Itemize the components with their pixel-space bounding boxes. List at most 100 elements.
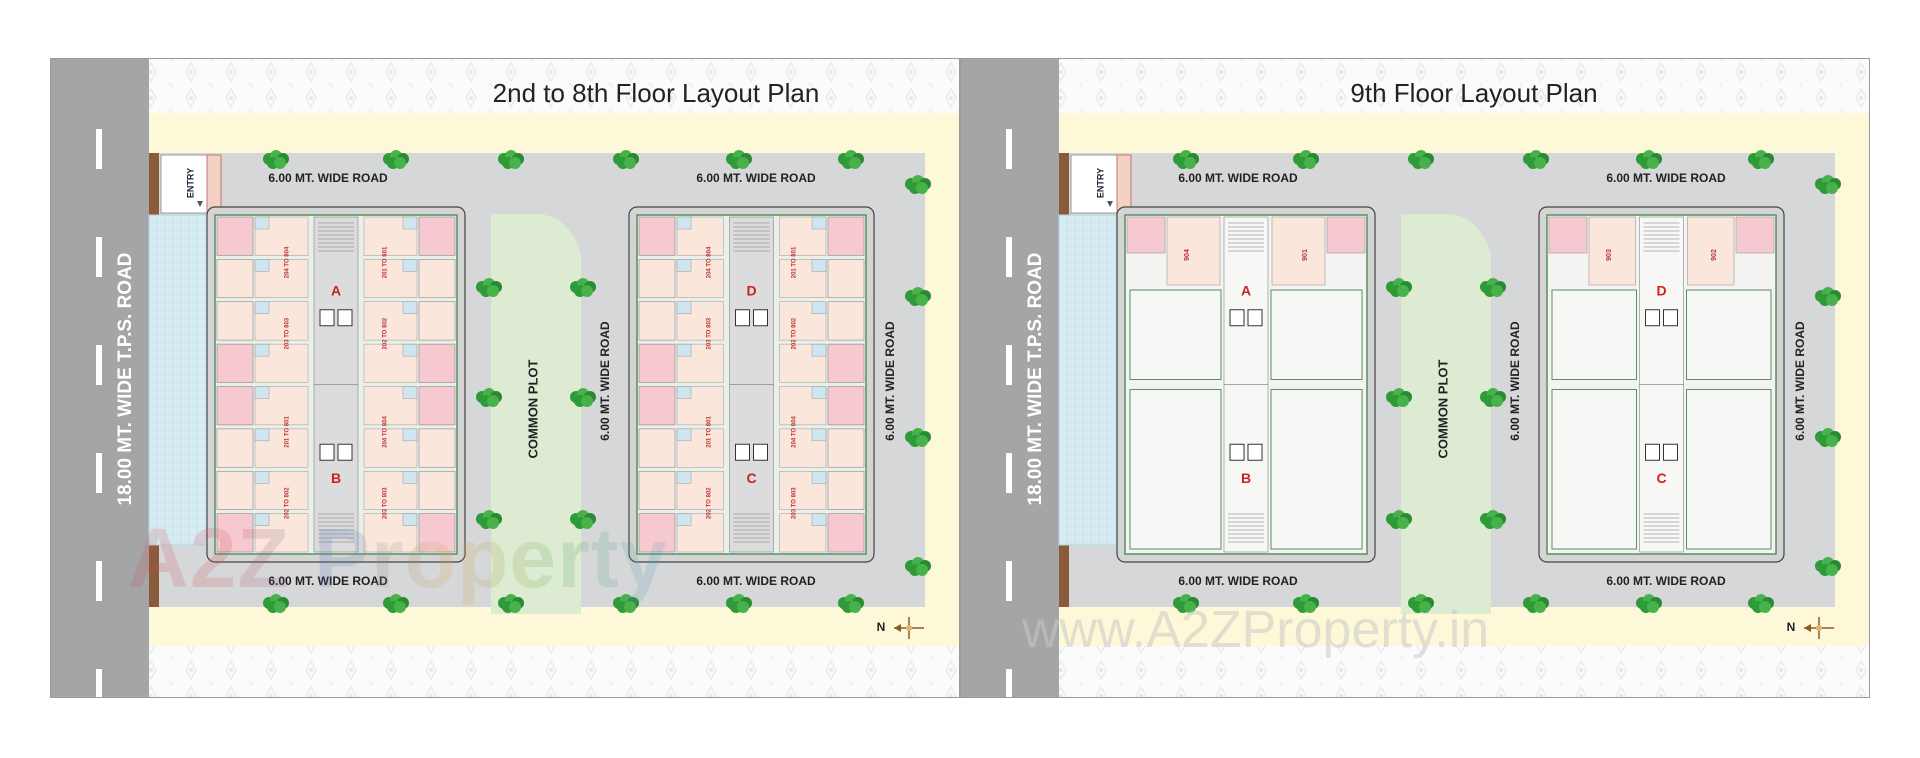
tree-icon	[1293, 150, 1319, 169]
tree-icon	[1815, 557, 1841, 576]
tree-icon	[1173, 594, 1199, 613]
block-letter-label: D	[1656, 282, 1666, 298]
tree-icon	[905, 287, 931, 306]
top-landscape-band	[1059, 59, 1869, 113]
building-left: 204 TO 804 201 TO 801 203 TO 803 202 TO 802…	[206, 206, 466, 563]
tree-icon	[1480, 278, 1506, 297]
tps-road-label: 18.00 MT. WIDE T.P.S. ROAD	[115, 252, 136, 505]
tree-icon	[1523, 594, 1549, 613]
unit-number-label: 201 TO 801	[707, 416, 713, 448]
road-lane-marking	[96, 129, 102, 169]
unit-number-label: 204 TO 804	[285, 246, 291, 278]
tree-icon	[905, 175, 931, 194]
road-label-bottom-right: 6.00 MT. WIDE ROAD	[696, 574, 816, 588]
entry-label: ENTRY	[185, 168, 195, 198]
road-label-bottom-left: 6.00 MT. WIDE ROAD	[268, 574, 388, 588]
tree-icon	[263, 150, 289, 169]
unit-number-label: 204 TO 804	[383, 416, 389, 448]
road-label-bottom-right: 6.00 MT. WIDE ROAD	[1606, 574, 1726, 588]
unit-number-label: 904	[1184, 249, 1191, 261]
tree-icon	[905, 428, 931, 447]
tree-icon	[570, 510, 596, 529]
tree-icon	[1815, 175, 1841, 194]
road-lane-marking	[96, 561, 102, 601]
tps-road-label: 18.00 MT. WIDE T.P.S. ROAD	[1025, 252, 1046, 505]
road-label-top-right: 6.00 MT. WIDE ROAD	[1606, 171, 1726, 185]
tree-icon	[726, 150, 752, 169]
tree-icon	[838, 594, 864, 613]
top-landscape-band	[149, 59, 959, 113]
tree-icon	[905, 557, 931, 576]
tree-icon	[838, 150, 864, 169]
block-letter-label: B	[331, 470, 341, 486]
bottom-landscape-band	[1059, 646, 1869, 697]
tree-icon	[1523, 150, 1549, 169]
common-plot-area	[1401, 214, 1491, 614]
road-lane-marking	[1006, 561, 1012, 601]
tree-icon	[613, 594, 639, 613]
road-label-vertical-3: 6.00 MT. WIDE ROAD	[883, 321, 897, 441]
unit-number-label: 201 TO 801	[383, 246, 389, 278]
tree-icon	[1748, 594, 1774, 613]
unit-number-label: 202 TO 802	[707, 487, 713, 519]
tree-icon	[1748, 150, 1774, 169]
tree-icon	[570, 388, 596, 407]
road-lane-marking	[1006, 345, 1012, 385]
road-lane-marking	[1006, 129, 1012, 169]
unit-number-label: 202 TO 802	[285, 487, 291, 519]
tree-icon	[383, 150, 409, 169]
tree-icon	[263, 594, 289, 613]
unit-number-label: 204 TO 804	[792, 416, 798, 448]
block-letter-label: D	[746, 282, 756, 298]
tree-icon	[1480, 510, 1506, 529]
north-label: N	[1787, 620, 1796, 634]
unit-number-label: 203 TO 803	[285, 317, 291, 349]
tree-icon	[476, 510, 502, 529]
entry-arrow-icon	[1107, 201, 1113, 207]
tree-icon	[570, 278, 596, 297]
tree-icon	[383, 594, 409, 613]
tree-icon	[498, 150, 524, 169]
unit-number-label: 203 TO 803	[383, 487, 389, 519]
bottom-landscape-band	[149, 646, 959, 697]
road-lane-marking	[1006, 453, 1012, 493]
tree-icon	[1480, 388, 1506, 407]
road-lane-marking	[96, 453, 102, 493]
pavement-grid	[148, 214, 208, 546]
road-label-top-left: 6.00 MT. WIDE ROAD	[1178, 171, 1298, 185]
road-lane-marking	[1006, 669, 1012, 697]
entry-arrow-icon	[197, 201, 203, 207]
tree-icon	[476, 388, 502, 407]
block-letter-label: A	[331, 282, 341, 298]
unit-number-label: 204 TO 804	[707, 246, 713, 278]
road-lane-marking	[96, 237, 102, 277]
layout-title: 2nd to 8th Floor Layout Plan	[493, 78, 820, 108]
road-lane-marking	[96, 669, 102, 697]
tree-icon	[1636, 150, 1662, 169]
unit-number-label: 902	[1711, 249, 1718, 261]
tree-icon	[1386, 278, 1412, 297]
block-letter-label: B	[1241, 470, 1251, 486]
unit-number-label: 201 TO 801	[285, 416, 291, 448]
tree-icon	[1386, 388, 1412, 407]
tree-icon	[1815, 287, 1841, 306]
unit-number-label: 203 TO 803	[792, 487, 798, 519]
tree-icon	[726, 594, 752, 613]
road-label-vertical-2: 6.00 MT. WIDE ROAD	[598, 321, 612, 441]
block-letter-label: C	[1656, 470, 1666, 486]
tree-icon	[1173, 150, 1199, 169]
unit-number-label: 203 TO 803	[707, 317, 713, 349]
unit-number-label: 201 TO 801	[792, 246, 798, 278]
tree-icon	[498, 594, 524, 613]
unit-number-label: 202 TO 802	[792, 317, 798, 349]
unit-number-label: 901	[1302, 249, 1309, 261]
entry-label: ENTRY	[1095, 168, 1105, 198]
common-plot-area	[491, 214, 581, 614]
unit-number-label: 202 TO 802	[383, 317, 389, 349]
tree-icon	[1636, 594, 1662, 613]
